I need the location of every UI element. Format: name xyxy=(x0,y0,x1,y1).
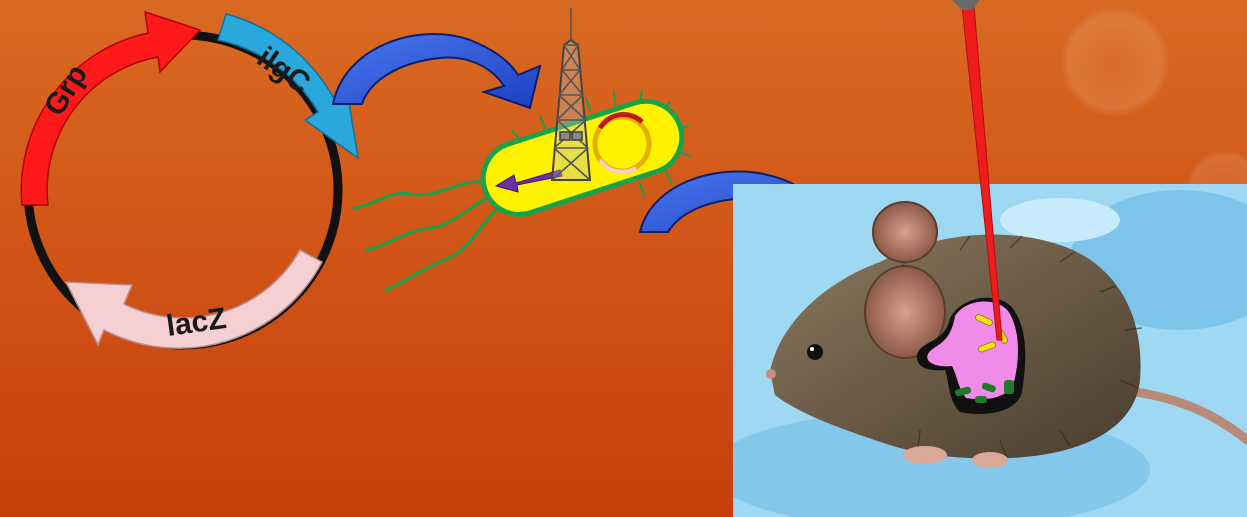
mouse-nose xyxy=(766,369,776,379)
pilus xyxy=(614,92,615,105)
mouse-eye-glint xyxy=(810,347,814,351)
mouse-eye xyxy=(807,344,823,360)
mouse-foot xyxy=(972,452,1008,468)
mouse-foot xyxy=(903,446,947,464)
bokeh-circle xyxy=(1060,7,1170,117)
green-cell xyxy=(1004,380,1014,394)
mouse-ear xyxy=(873,202,937,262)
photo-highlight xyxy=(1000,198,1120,242)
mouse-photo xyxy=(710,184,1247,517)
green-cell xyxy=(975,396,987,403)
